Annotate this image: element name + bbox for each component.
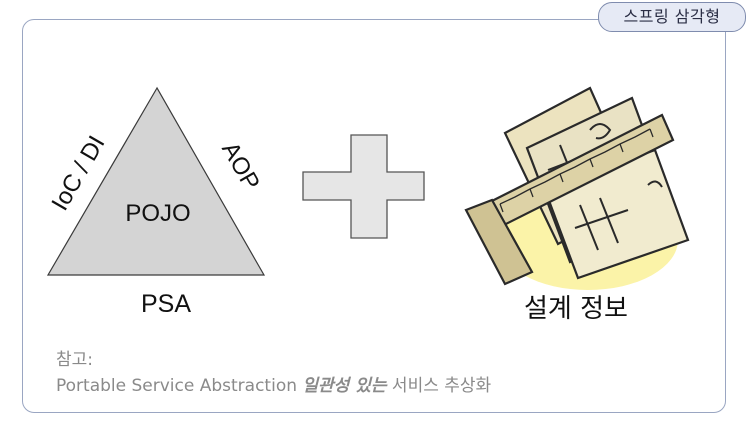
note-text: Portable Service Abstraction 일관성 있는 서비스 … [56,371,491,396]
note-prefix: Portable Service Abstraction [56,376,303,396]
note-emphasis: 일관성 있는 [302,376,387,396]
diagram-title-tab: 스프링 삼각형 [598,2,746,32]
triangle-bottom-label: PSA [141,290,191,318]
note-suffix: 서비스 추상화 [386,376,492,396]
note-label: 참고: [56,350,94,370]
triangle-right-label: AOP [216,138,265,195]
spring-triangle [46,86,266,276]
plus-icon [302,134,425,239]
triangle-center-label: POJO [125,200,190,227]
design-info-label: 설계 정보 [524,294,628,324]
design-blueprint-icon [464,86,690,290]
